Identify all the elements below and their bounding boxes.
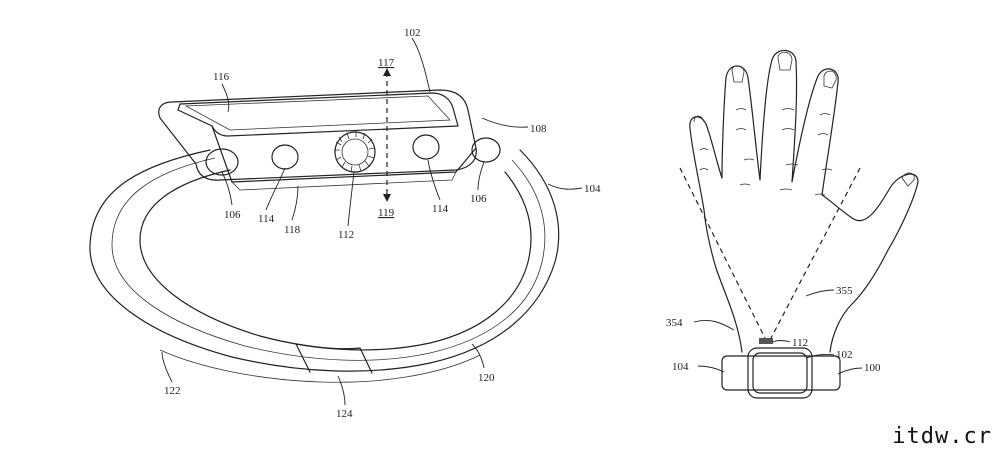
leader-112a bbox=[347, 171, 355, 227]
label-104-hand: 104 bbox=[672, 361, 689, 373]
label-106: 106 bbox=[224, 209, 241, 221]
band-edge-2 bbox=[159, 349, 481, 383]
watch-screen bbox=[752, 352, 808, 394]
watch-case-top bbox=[158, 89, 477, 181]
watermark: itdw.cr bbox=[892, 424, 992, 449]
label-120: 120 bbox=[478, 372, 495, 384]
label-104: 104 bbox=[584, 183, 601, 195]
wrist-band bbox=[721, 355, 841, 391]
fov-line-left bbox=[679, 167, 767, 341]
leader-102 bbox=[411, 37, 431, 93]
leader-116 bbox=[221, 83, 230, 113]
nail-1 bbox=[693, 115, 705, 123]
axis-arrow-down bbox=[383, 194, 391, 202]
button-right bbox=[412, 134, 440, 160]
label-114: 114 bbox=[258, 213, 275, 225]
fov-line-right bbox=[769, 167, 861, 341]
label-102: 102 bbox=[404, 27, 421, 39]
leader-114b bbox=[427, 159, 441, 201]
leader-102b bbox=[805, 354, 835, 359]
label-100: 100 bbox=[864, 362, 881, 374]
nail-4 bbox=[823, 70, 837, 89]
watch-figure: 102 117 116 108 104 106 114 118 112 119 … bbox=[89, 27, 601, 420]
leader-118 bbox=[291, 185, 299, 221]
label-114-right: 114 bbox=[432, 203, 449, 215]
watch-case-side bbox=[211, 125, 477, 183]
axis-arrow-up bbox=[383, 68, 391, 76]
crown bbox=[334, 131, 376, 173]
hand-outline bbox=[689, 49, 919, 353]
leader-124 bbox=[337, 375, 346, 406]
leader-112b bbox=[771, 340, 791, 343]
leader-114a bbox=[265, 167, 286, 211]
label-112: 112 bbox=[338, 229, 354, 241]
label-108: 108 bbox=[530, 123, 547, 135]
leader-122 bbox=[161, 351, 173, 383]
band-outer bbox=[89, 149, 560, 372]
band-clasp bbox=[295, 343, 373, 374]
leader-120 bbox=[471, 343, 485, 369]
label-119: 119 bbox=[378, 207, 395, 219]
nail-5 bbox=[901, 172, 915, 187]
leader-354 bbox=[693, 319, 735, 331]
knuckles bbox=[699, 108, 833, 196]
display-inner bbox=[184, 95, 451, 131]
label-354: 354 bbox=[666, 317, 683, 329]
label-118: 118 bbox=[284, 224, 301, 236]
band-edge-1 bbox=[111, 157, 546, 361]
nail-2 bbox=[731, 65, 745, 83]
label-117: 117 bbox=[378, 57, 395, 69]
hand-figure: 355 354 112 102 104 100 bbox=[666, 49, 919, 399]
leader-104b bbox=[697, 365, 725, 373]
label-106-right: 106 bbox=[470, 193, 487, 205]
leader-108 bbox=[481, 117, 529, 128]
label-116: 116 bbox=[213, 71, 230, 83]
leader-106b bbox=[477, 161, 485, 191]
lug-left bbox=[205, 148, 239, 176]
nail-3 bbox=[777, 51, 793, 71]
label-355: 355 bbox=[836, 285, 853, 297]
crown-marker bbox=[759, 338, 773, 344]
button-left bbox=[271, 144, 299, 170]
case-bottom bbox=[231, 171, 457, 191]
leader-100 bbox=[837, 367, 863, 375]
label-102-hand: 102 bbox=[836, 349, 853, 361]
label-122: 122 bbox=[164, 385, 181, 397]
leader-355 bbox=[805, 289, 835, 297]
watch-case bbox=[747, 347, 813, 399]
label-124: 124 bbox=[336, 408, 353, 420]
lug-right bbox=[471, 137, 501, 163]
label-112-hand: 112 bbox=[792, 337, 808, 349]
leader-106a bbox=[221, 171, 233, 206]
leader-104a bbox=[547, 183, 583, 190]
